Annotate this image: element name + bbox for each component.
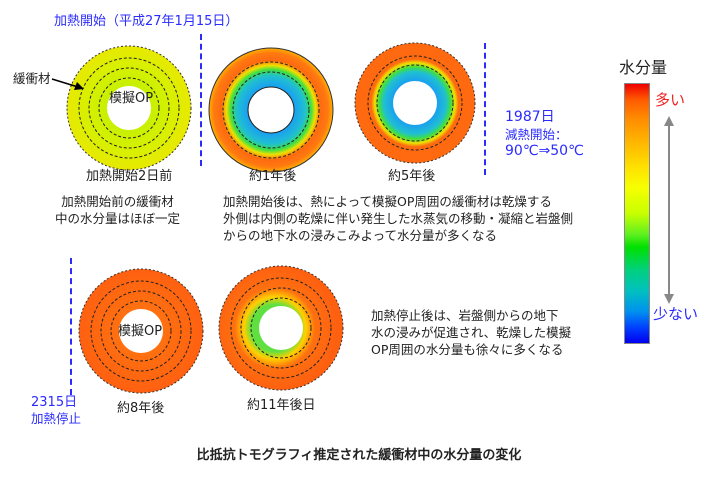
note-line: OP周囲の水分量も徐々に多くなる xyxy=(371,342,564,357)
disc-caption: 約11年後日 xyxy=(247,398,316,413)
event-day: 2315日 xyxy=(31,395,78,410)
note-line: 加熱開始前の緩衝材 xyxy=(61,194,174,209)
divider-heating-start xyxy=(200,34,202,166)
note-after-stop: 加熱停止後は、岩盤側からの地下 水の浸みが促進され、乾燥した模擬 OP周囲の水分… xyxy=(371,307,571,358)
note-line: 加熱開始後は、熱によって模擬OP周囲の緩衝材は乾燥する xyxy=(223,194,552,209)
divider-heating-stop xyxy=(70,258,72,395)
figure-title: 比抵抗トモグラフィ推定された緩衝材中の水分量の変化 xyxy=(196,448,522,463)
note-after-heating: 加熱開始後は、熱によって模擬OP周囲の緩衝材は乾燥する 外側は内側の乾燥に伴い発… xyxy=(223,193,573,244)
disc-caption: 加熱開始2日前 xyxy=(86,169,173,184)
moisture-disc-1-year xyxy=(208,47,334,173)
disc-caption: 約8年後 xyxy=(117,401,165,416)
mock-op-label: 模擬OP xyxy=(109,91,154,106)
double-arrow-icon xyxy=(664,116,674,304)
moisture-disc-11-years xyxy=(218,265,344,391)
mock-op-label-2: 模擬OP xyxy=(118,324,163,339)
moisture-disc-before xyxy=(66,45,192,171)
event-heating-stop: 2315日 加熱停止 xyxy=(31,395,81,427)
event-day: 1987日 xyxy=(505,109,555,125)
note-line: 水の浸みが促進され、乾燥した模擬 xyxy=(371,325,572,340)
note-before-heating: 加熱開始前の緩衝材 中の水分量はほぼ一定 xyxy=(55,193,180,227)
heating-start-label: 加熱開始（平成27年1月15日） xyxy=(54,14,239,29)
note-line: 外側は内側の乾燥に伴い発生した水蒸気の移動・凝縮と岩盤側 xyxy=(223,211,574,226)
disc-caption: 約5年後 xyxy=(388,169,436,184)
pointer-arrow-icon xyxy=(51,78,84,90)
event-text: 減熱開始： xyxy=(505,127,568,142)
moisture-disc-5-years xyxy=(354,42,476,164)
event-text: 90℃⇒50℃ xyxy=(505,143,584,159)
note-line: 中の水分量はほぼ一定 xyxy=(55,211,181,226)
event-heat-reduction: 1987日 減熱開始： 90℃⇒50℃ xyxy=(505,109,584,160)
note-line: からの地下水の浸みこみよって水分量が多くなる xyxy=(223,228,498,243)
disc-caption: 約1年後 xyxy=(249,169,297,184)
buffer-material-label: 緩衝材 xyxy=(13,71,51,86)
legend-low-label: 少ない xyxy=(653,305,699,323)
divider-heat-reduction xyxy=(484,43,486,175)
legend-title: 水分量 xyxy=(619,58,668,77)
moisture-disc-8-years xyxy=(78,268,204,394)
legend-high-label: 多い xyxy=(655,91,686,109)
note-line: 加熱停止後は、岩盤側からの地下 xyxy=(371,308,559,323)
colorbar xyxy=(624,83,650,344)
event-text: 加熱停止 xyxy=(31,411,82,426)
